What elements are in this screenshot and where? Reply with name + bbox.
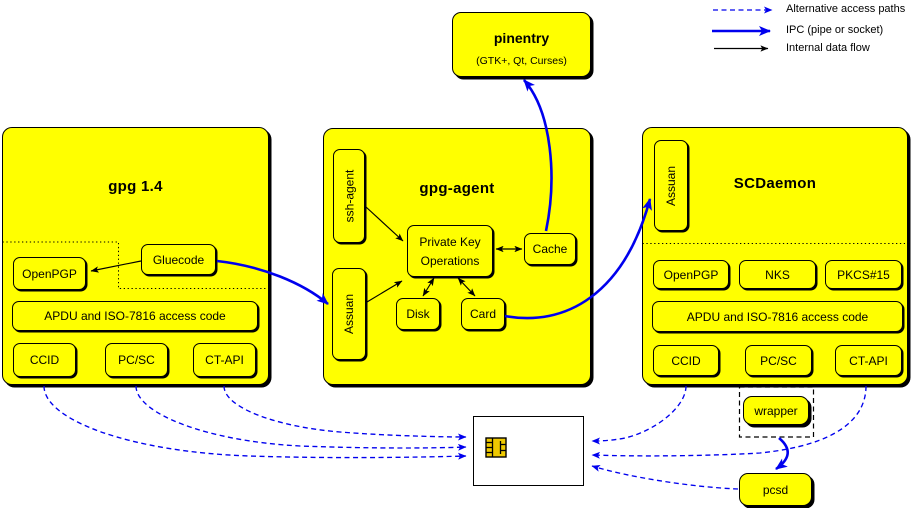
wrapper-node: wrapper <box>743 396 809 425</box>
gpgagent-cache-node: Cache <box>524 233 576 265</box>
alt-path-pcsd-to-card <box>591 464 739 490</box>
alt-path-scdaemon-ccid-to-card <box>591 385 687 445</box>
gpg14-openpgp-node: OpenPGP <box>13 257 86 290</box>
gpgagent-title: gpg-agent <box>419 180 495 197</box>
gpgagent-sshagent-label: ssh-agent <box>342 169 357 223</box>
gpg14-pcsc-label: PC/SC <box>118 353 155 367</box>
scdaemon-nks-label: NKS <box>765 267 790 282</box>
scdaemon-ctapi-label: CT-API <box>849 353 888 368</box>
gpg14-openpgp-label: OpenPGP <box>22 266 77 281</box>
gpgagent-assuan-label: Assuan <box>342 293 356 335</box>
legend-ipc-label: IPC (pipe or socket) <box>786 24 884 36</box>
gpg14-ccid-label: CCID <box>29 353 60 367</box>
card-label: Card <box>469 307 496 321</box>
scdaemon-pkcs15-node: PKCS#15 <box>825 260 902 289</box>
gpgagent-assuan-node: Assuan <box>332 268 366 360</box>
alt-path-gpg14-pcsc-to-card <box>135 385 467 451</box>
scdaemon-ccid-label: CCID <box>671 353 701 368</box>
alt-path-gpg14-ccid-to-card <box>43 385 467 460</box>
wrapper-label: wrapper <box>754 403 798 418</box>
scdaemon-title: SCDaemon <box>733 175 817 192</box>
alt-path-gpg14-ctapi-to-card <box>223 385 467 441</box>
scdaemon-pcsc-label: PC/SC <box>760 353 797 368</box>
pinentry-title: pinentry <box>493 30 550 46</box>
gpg14-gluecode-label: Gluecode <box>152 252 205 267</box>
scdaemon-ccid-node: CCID <box>653 345 719 376</box>
pinentry-box: pinentry (GTK+, Qt, Curses) <box>452 12 591 77</box>
gpg14-ccid-node: CCID <box>13 343 76 377</box>
scdaemon-assuan-label: Assuan <box>664 165 678 206</box>
scdaemon-openpgp-label: OpenPGP <box>663 267 719 282</box>
scdaemon-assuan-node: Assuan <box>654 140 688 231</box>
pko-line1: Private Key <box>419 234 481 249</box>
scdaemon-pkcs15-label: PKCS#15 <box>837 267 890 282</box>
gpgagent-disk-node: Disk <box>396 298 440 330</box>
disk-label: Disk <box>406 307 430 321</box>
scdaemon-apdu-node: APDU and ISO-7816 access code <box>652 301 903 332</box>
smartcard <box>473 416 584 486</box>
gpg14-apdu-node: APDU and ISO-7816 access code <box>12 301 258 331</box>
legend-alternative-label: Alternative access paths <box>786 3 906 15</box>
alt-path-scdaemon-ctapi-to-card <box>591 385 867 459</box>
legend-internal-label: Internal data flow <box>786 42 870 54</box>
scdaemon-apdu-label: APDU and ISO-7816 access code <box>686 309 869 324</box>
gpg14-pcsc-node: PC/SC <box>105 343 168 377</box>
gpgagent-private-key-operations-node: Private Key Operations <box>407 225 493 277</box>
scdaemon-pcsc-node: PC/SC <box>745 345 812 376</box>
gpg14-apdu-label: APDU and ISO-7816 access code <box>44 309 226 323</box>
cache-label: Cache <box>532 242 568 256</box>
pko-line2: Operations <box>420 253 480 268</box>
gpgagent-card-node: Card <box>461 298 505 330</box>
scdaemon-nks-node: NKS <box>739 260 816 289</box>
ipc-arrow-wrapper-to-pcsd <box>775 437 789 471</box>
pinentry-subtitle: (GTK+, Qt, Curses) <box>476 55 567 67</box>
gpg14-gluecode-node: Gluecode <box>141 244 216 275</box>
pcsd-node: pcsd <box>739 473 812 506</box>
scdaemon-ctapi-node: CT-API <box>835 345 902 376</box>
pcsd-label: pcsd <box>762 482 789 497</box>
gpg14-title: gpg 1.4 <box>108 178 163 195</box>
scdaemon-openpgp-node: OpenPGP <box>653 260 729 289</box>
gpg14-ctapi-label: CT-API <box>205 353 244 367</box>
gpgagent-sshagent-node: ssh-agent <box>333 149 365 243</box>
gpg14-ctapi-node: CT-API <box>193 343 256 377</box>
smartcard-chip-icon <box>485 437 507 458</box>
